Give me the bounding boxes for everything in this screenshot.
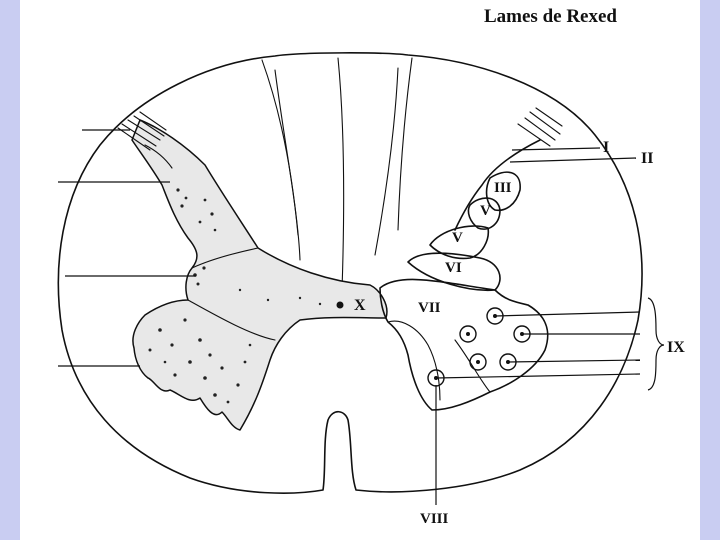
- label-lamina-VIII: VIII: [420, 511, 449, 527]
- leader-IX-3: [508, 360, 640, 362]
- leader-IX-4: [436, 374, 640, 378]
- bracket-IX: [648, 298, 664, 390]
- central-canal: [337, 302, 344, 309]
- dorsal-column-line-left-2: [275, 70, 300, 260]
- motor-neuron-pools: [428, 308, 530, 386]
- leader-lamina-II: [510, 158, 636, 162]
- spinal-cord-outline: [58, 53, 642, 493]
- label-lamina-IX: IX: [667, 339, 685, 356]
- leader-IX-1: [495, 312, 640, 316]
- diagram-title: Lames de Rexed: [484, 6, 617, 27]
- dorsal-column-line-left-1: [262, 60, 298, 235]
- posterior-median-septum: [338, 58, 344, 290]
- right-ventral-horn-outline: [380, 279, 548, 410]
- label-lamina-IV: V: [480, 203, 491, 219]
- label-lamina-VII: VII: [418, 300, 441, 316]
- label-lamina-III: III: [494, 180, 512, 196]
- label-lamina-VI: VI: [445, 260, 462, 276]
- label-lamina-V: V: [452, 230, 463, 246]
- lamina-VIII-boundary: [388, 321, 440, 400]
- label-lamina-I: I: [603, 139, 609, 156]
- dorsal-column-line-right-1: [398, 58, 412, 230]
- label-lamina-X: X: [354, 297, 366, 314]
- label-lamina-II: II: [641, 150, 653, 167]
- dorsal-column-line-right-2: [375, 68, 398, 255]
